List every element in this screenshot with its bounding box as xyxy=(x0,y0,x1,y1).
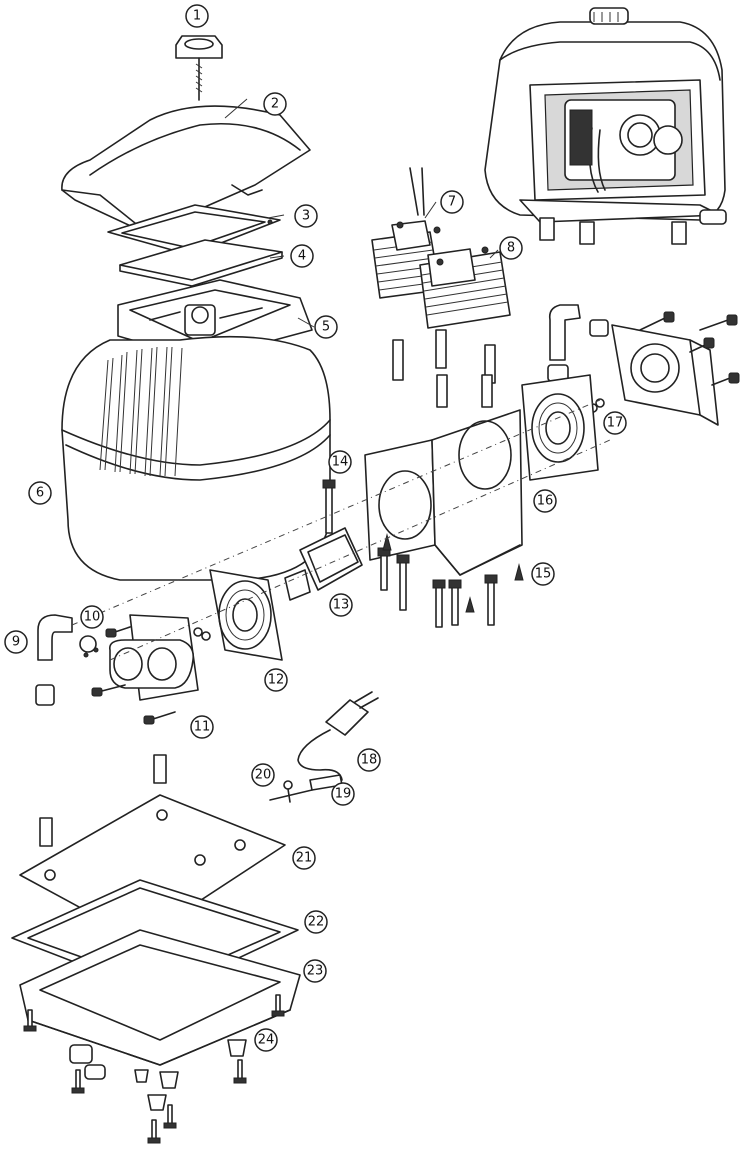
callout-4-label: 4 xyxy=(298,249,306,264)
spacer-pins-part xyxy=(39,754,167,847)
callout-19: 19 xyxy=(331,782,355,806)
power-cord-part xyxy=(269,691,379,803)
right-diaphragm-part xyxy=(521,374,599,481)
callout-2-label: 2 xyxy=(271,97,279,112)
callout-6-label: 6 xyxy=(36,486,44,501)
right-pipe-part xyxy=(547,304,609,382)
callout-9: 9 xyxy=(4,630,28,654)
callout-18: 18 xyxy=(357,748,381,772)
right-head-part xyxy=(611,324,719,426)
leader-lines xyxy=(224,98,499,328)
callout-10-label: 10 xyxy=(84,610,101,625)
callout-20: 20 xyxy=(251,763,275,787)
callout-14-label: 14 xyxy=(332,455,349,470)
callout-12: 12 xyxy=(264,668,288,692)
callout-24: 24 xyxy=(254,1028,278,1052)
callout-5: 5 xyxy=(314,315,338,339)
pins-part xyxy=(392,329,496,408)
callout-24-label: 24 xyxy=(258,1033,275,1048)
callout-12-label: 12 xyxy=(268,673,285,688)
callout-19-label: 19 xyxy=(335,787,352,802)
callout-17: 17 xyxy=(603,411,627,435)
frame-screws-part xyxy=(322,479,524,628)
callout-4: 4 xyxy=(290,244,314,268)
main-housing-part xyxy=(61,335,331,581)
left-head-part xyxy=(91,614,211,725)
callout-23-label: 23 xyxy=(307,964,324,979)
control-board-part xyxy=(284,527,363,601)
callout-2: 2 xyxy=(263,92,287,116)
callout-13-label: 13 xyxy=(333,598,350,613)
callout-3-label: 3 xyxy=(302,209,310,224)
callout-11: 11 xyxy=(190,715,214,739)
clip-part xyxy=(79,635,99,658)
callout-23: 23 xyxy=(303,959,327,983)
callout-6: 6 xyxy=(28,481,52,505)
callout-1: 1 xyxy=(185,4,209,28)
assembly-lines xyxy=(71,399,611,661)
right-screws-part xyxy=(588,311,740,413)
callout-7-label: 7 xyxy=(448,195,456,210)
callout-21-label: 21 xyxy=(296,851,313,866)
callout-14: 14 xyxy=(328,450,352,474)
elbow-pipe-part xyxy=(35,614,73,706)
left-diaphragm-part xyxy=(209,569,283,661)
callout-22: 22 xyxy=(304,910,328,934)
coil-assembly-part xyxy=(371,167,511,329)
callout-16: 16 xyxy=(533,489,557,513)
callout-5-label: 5 xyxy=(322,320,330,335)
callout-9-label: 9 xyxy=(12,635,20,650)
callout-21: 21 xyxy=(292,846,316,870)
callout-11-label: 11 xyxy=(194,720,211,735)
callout-8-label: 8 xyxy=(507,241,515,256)
callout-3: 3 xyxy=(294,204,318,228)
callout-8: 8 xyxy=(499,236,523,260)
callout-18-label: 18 xyxy=(361,753,378,768)
callout-22-label: 22 xyxy=(308,915,325,930)
callout-7: 7 xyxy=(440,190,464,214)
callout-20-label: 20 xyxy=(255,768,272,783)
callout-17-label: 17 xyxy=(607,416,624,431)
callout-1-label: 1 xyxy=(193,9,201,24)
feet-part xyxy=(23,994,285,1144)
callout-10: 10 xyxy=(80,605,104,629)
filter-part xyxy=(119,239,283,287)
frame-bracket-part xyxy=(364,409,523,576)
callout-15: 15 xyxy=(531,562,555,586)
assembled-pump-illustration xyxy=(484,7,727,245)
callout-16-label: 16 xyxy=(537,494,554,509)
callout-15-label: 15 xyxy=(535,567,552,582)
callout-13: 13 xyxy=(329,593,353,617)
